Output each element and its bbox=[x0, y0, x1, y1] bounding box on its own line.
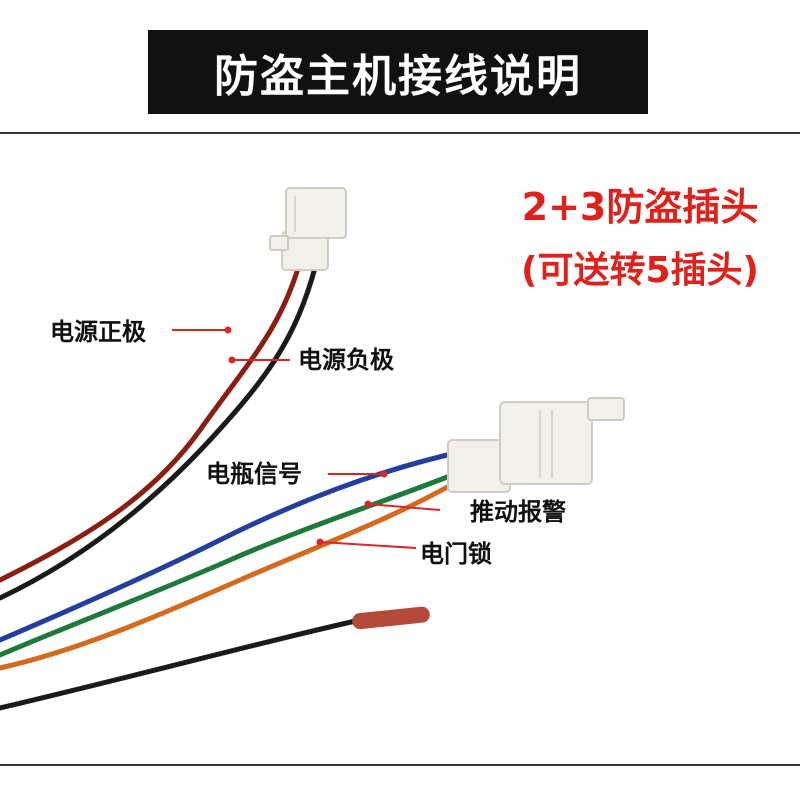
plug-note-line1: 2+3防盗插头 bbox=[522, 185, 759, 229]
page-title: 防盗主机接线说明 bbox=[148, 30, 648, 114]
wire-blue bbox=[0, 449, 463, 643]
bottom-divider bbox=[0, 764, 800, 766]
wire-black-sensor bbox=[0, 617, 363, 711]
label-push-alarm: 推动报警 bbox=[470, 498, 566, 526]
leader-dot bbox=[316, 538, 324, 546]
leader-dot bbox=[224, 326, 232, 334]
leader-dot bbox=[380, 470, 388, 478]
wire-green bbox=[0, 469, 463, 658]
label-door-lock: 电门锁 bbox=[420, 540, 492, 568]
leader-door-lock bbox=[319, 541, 417, 549]
leader-push-alarm bbox=[367, 503, 441, 511]
label-power-negative: 电源负极 bbox=[298, 346, 394, 374]
top-divider bbox=[0, 132, 800, 134]
plug-note-line2: (可送转5插头) bbox=[521, 250, 759, 291]
two-pin-connector bbox=[269, 187, 347, 271]
wire-orange bbox=[0, 477, 463, 671]
label-power-positive: 电源正极 bbox=[50, 318, 146, 346]
leader-dot bbox=[228, 356, 236, 364]
sensor-probe bbox=[352, 606, 430, 630]
wire-black-power bbox=[0, 261, 319, 601]
label-battery-signal: 电瓶信号 bbox=[206, 460, 302, 488]
leader-dot bbox=[364, 500, 372, 508]
three-pin-connector bbox=[447, 397, 625, 493]
wire-red bbox=[0, 259, 303, 583]
